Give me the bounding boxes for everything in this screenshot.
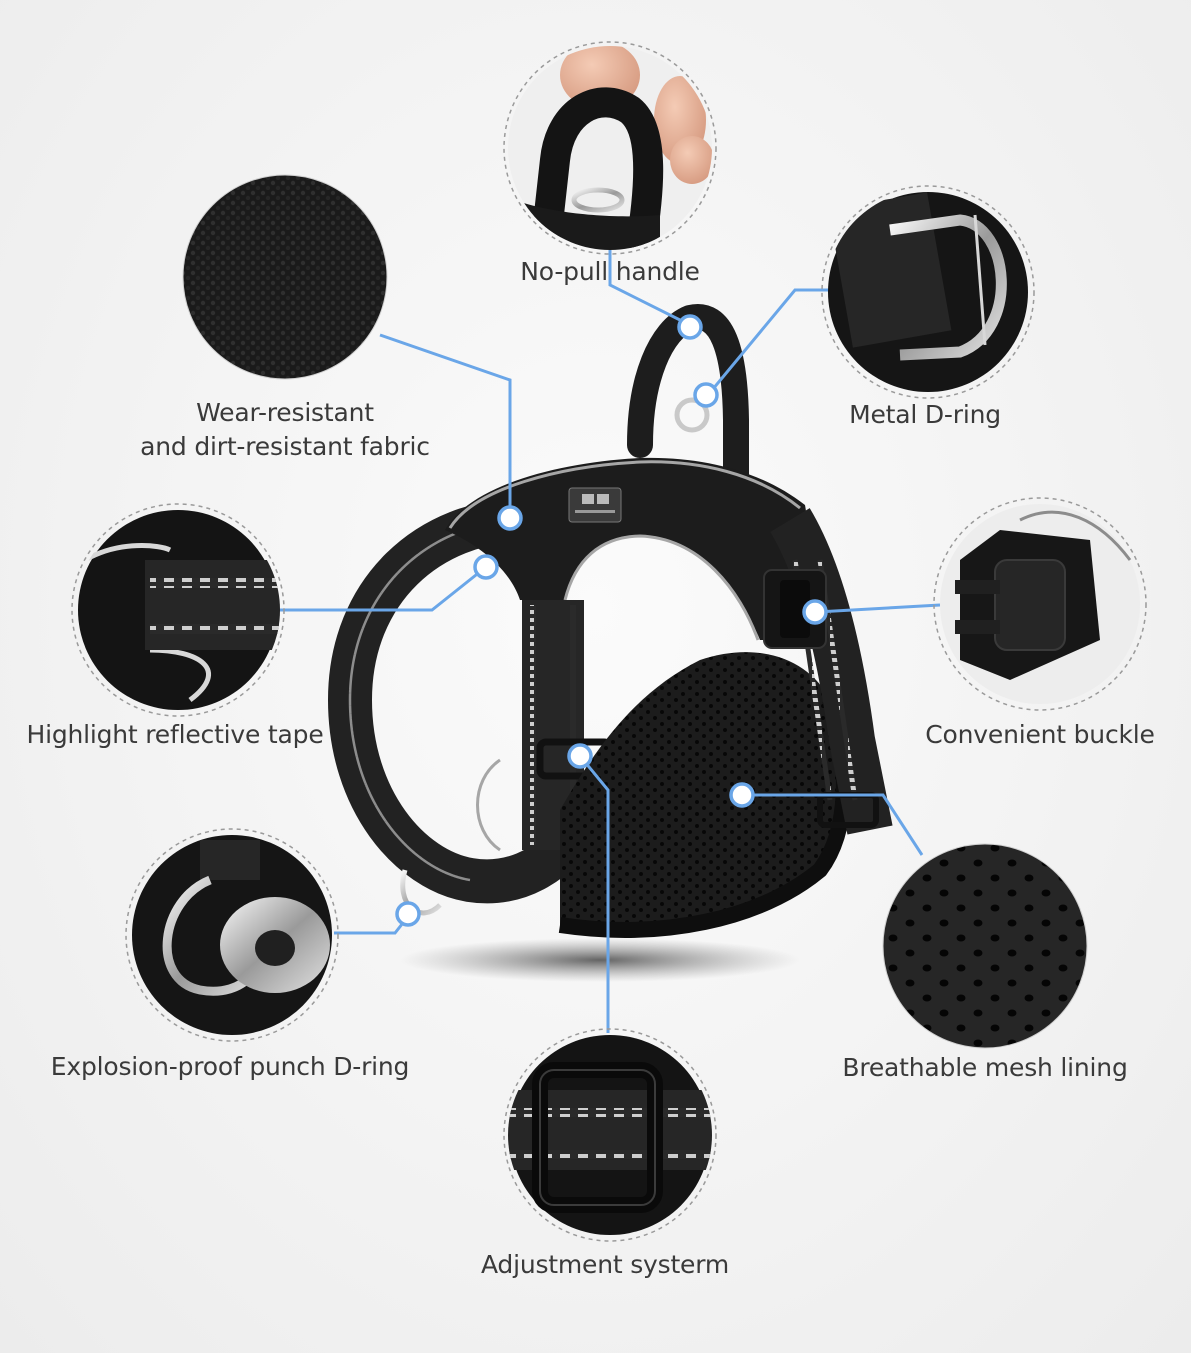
harness-shadow [400, 938, 800, 982]
callout-line-adjust [578, 755, 610, 1033]
callout-line-fabric [379, 333, 512, 518]
label-adjustment-system: Adjustment systerm [480, 1250, 730, 1279]
callout-line-mesh [742, 793, 924, 856]
detail-punch-dring-image [125, 828, 339, 1042]
label-mesh-lining: Breathable mesh lining [842, 1053, 1128, 1082]
harness-image [327, 304, 893, 938]
callout-lines [278, 250, 941, 1033]
label-convenient-buckle: Convenient buckle [925, 720, 1155, 749]
callout-dot-fabric [497, 505, 523, 531]
detail-metal-dring-image [821, 185, 1035, 399]
detail-handle-image [503, 41, 717, 255]
detail-adjust-image [503, 1028, 717, 1242]
callout-dots [395, 314, 828, 927]
callout-dot-mesh [729, 782, 755, 808]
label-no-pull-handle: No-pull handle [520, 257, 700, 286]
callout-line-dring [706, 288, 830, 396]
callout-dot-adjust [567, 743, 593, 769]
label-metal-dring: Metal D-ring [849, 400, 1001, 429]
label-fabric-line1: Wear-resistant [196, 398, 374, 427]
callout-dot-punch [395, 901, 421, 927]
detail-buckle-image [933, 497, 1147, 711]
label-punch-dring: Explosion-proof punch D-ring [50, 1052, 410, 1081]
callout-dot-tape [473, 554, 499, 580]
label-fabric: Wear-resistant and dirt-resistant fabric [100, 396, 470, 464]
callout-line-handle [608, 250, 691, 327]
label-fabric-line2: and dirt-resistant fabric [140, 432, 430, 461]
detail-fabric-image [182, 174, 388, 380]
label-reflective-tape: Highlight reflective tape [26, 720, 324, 749]
callout-dot-handle [677, 314, 703, 340]
callout-dot-dring [693, 382, 719, 408]
callout-dot-buckle [802, 599, 828, 625]
detail-tape-image [71, 503, 285, 717]
callout-line-tape [278, 565, 487, 612]
detail-mesh-image [882, 843, 1088, 1049]
callout-line-buckle [816, 603, 941, 614]
